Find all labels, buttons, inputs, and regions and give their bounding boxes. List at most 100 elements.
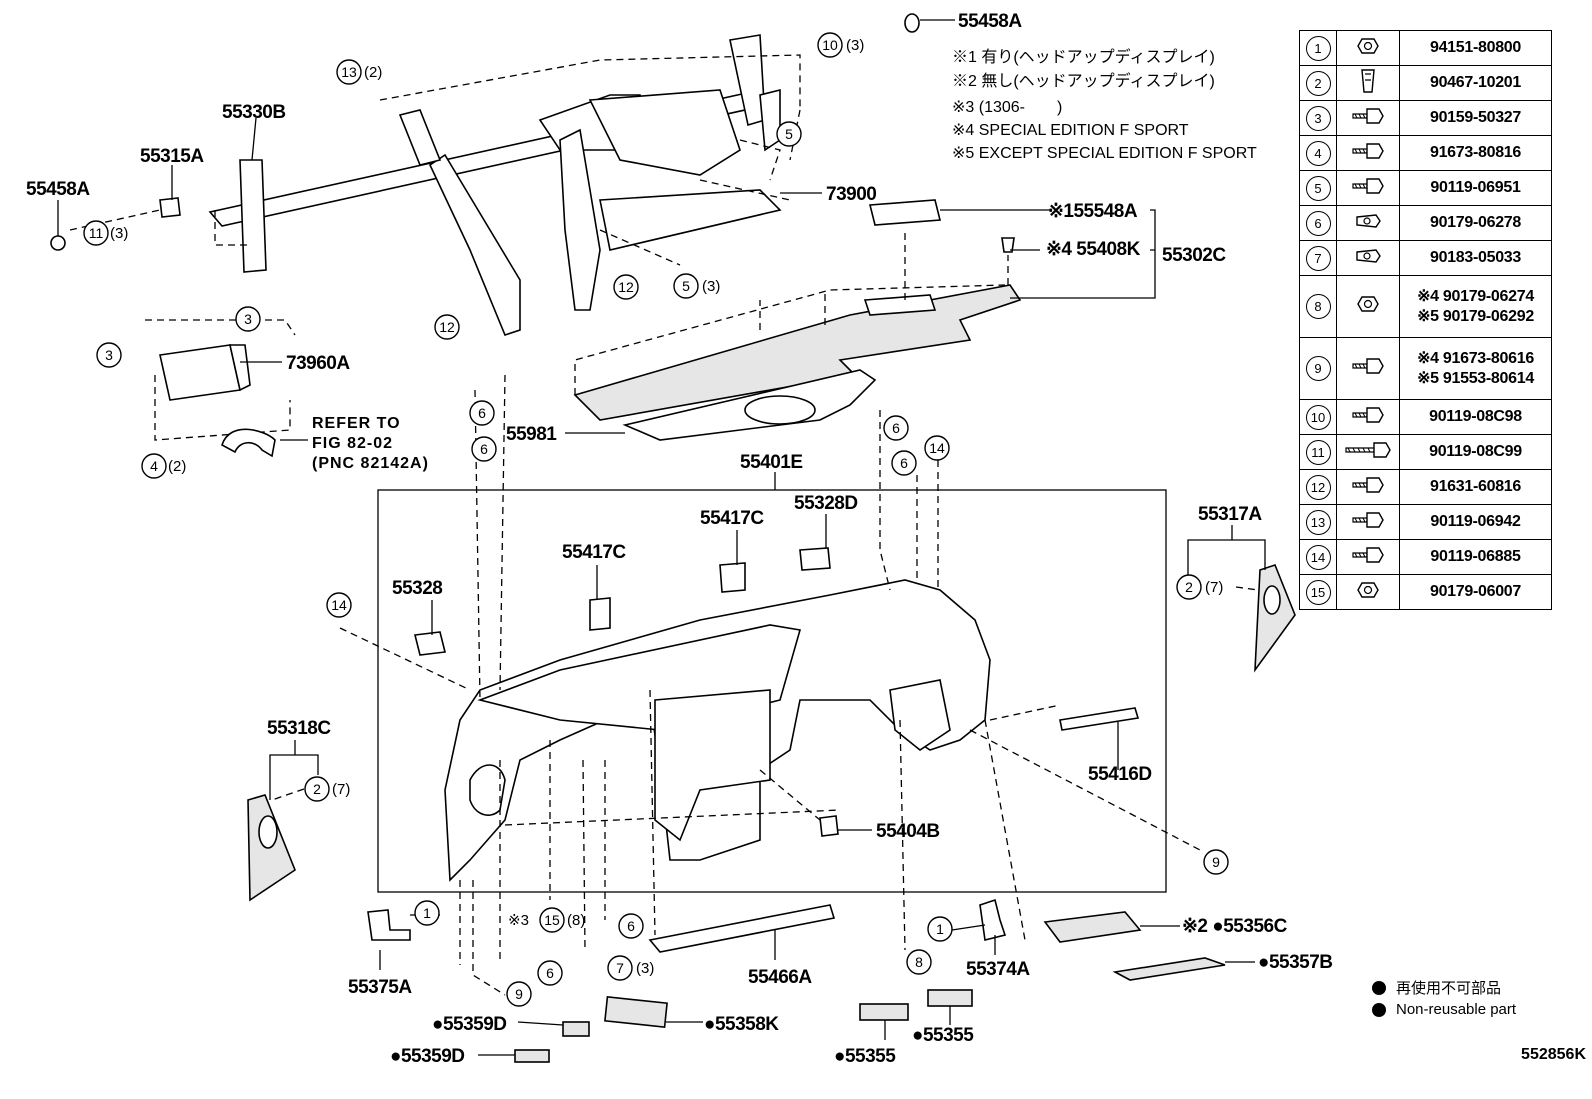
fastener-part-number-line: 90159-50327 bbox=[1429, 109, 1521, 126]
fastener-number: 9 bbox=[1299, 337, 1337, 400]
refer-line-1: REFER TO bbox=[312, 415, 401, 432]
callout-4: 4 bbox=[141, 453, 167, 479]
part-label-55330B: 55330B bbox=[222, 102, 286, 123]
callout-14a: 14 bbox=[924, 435, 950, 461]
fastener-part-number-line: ※4 91673-80616 bbox=[1417, 349, 1534, 367]
fastener-number: 1 bbox=[1299, 30, 1337, 66]
callout-8: 8 bbox=[906, 949, 932, 975]
callout-15-note: ※3 bbox=[508, 912, 529, 929]
grommet-55458A-left-drawing bbox=[50, 235, 66, 251]
callout-10: 10 bbox=[817, 32, 843, 58]
long-bolt-icon bbox=[1336, 434, 1400, 470]
callout-4-qty: (2) bbox=[168, 458, 186, 475]
nut-icon bbox=[1336, 574, 1400, 610]
callout-2b-qty: (7) bbox=[332, 781, 350, 798]
note-3: ※3 (1306- ) bbox=[952, 99, 1062, 116]
reinforcement-55466A-drawing bbox=[648, 904, 836, 953]
note-5: ※5 EXCEPT SPECIAL EDITION F SPORT bbox=[952, 145, 1257, 162]
bracket-55375A-drawing bbox=[367, 909, 411, 941]
callout-13-qty: (2) bbox=[364, 64, 382, 81]
part-label-55318C: 55318C bbox=[267, 718, 331, 739]
fastener-row: 1 94151-80800 bbox=[1299, 30, 1552, 66]
fastener-part-number: ※4 91673-80616※5 91553-80614 bbox=[1399, 337, 1552, 400]
fastener-row: 3 90159-50327 bbox=[1299, 100, 1552, 136]
svg-text:1: 1 bbox=[936, 921, 944, 937]
svg-text:2: 2 bbox=[313, 781, 321, 797]
part-label-55355-b: ●55355 bbox=[912, 1025, 974, 1046]
svg-text:6: 6 bbox=[627, 918, 635, 934]
fastener-number: 15 bbox=[1299, 574, 1337, 610]
fastener-number: 12 bbox=[1299, 469, 1337, 505]
note-4: ※4 SPECIAL EDITION F SPORT bbox=[952, 122, 1189, 139]
nut-icon bbox=[1336, 275, 1400, 338]
non-reusable-dot-icon bbox=[1372, 1002, 1386, 1017]
svg-text:6: 6 bbox=[480, 441, 488, 457]
callout-1b: 1 bbox=[927, 916, 953, 942]
fastener-part-number: 90119-08C98 bbox=[1399, 399, 1552, 435]
fastener-number: 8 bbox=[1299, 275, 1337, 338]
fastener-part-number-line: 90179-06278 bbox=[1429, 214, 1521, 231]
fastener-part-number: 94151-80800 bbox=[1399, 30, 1552, 66]
callout-11-qty: (3) bbox=[110, 225, 128, 242]
svg-text:6: 6 bbox=[478, 405, 486, 421]
fastener-part-number-line: 91673-80816 bbox=[1429, 144, 1521, 161]
fastener-number-circle: 8 bbox=[1305, 294, 1331, 319]
fastener-number-circle: 14 bbox=[1305, 544, 1331, 570]
side-cover-55317A-drawing bbox=[1254, 564, 1296, 673]
fastener-part-number-line: ※5 90179-06292 bbox=[1417, 307, 1534, 325]
bolt-icon bbox=[1336, 399, 1400, 435]
callout-6a: 6 bbox=[469, 400, 495, 426]
svg-text:7: 7 bbox=[616, 960, 624, 976]
part-label-73960A: 73960A bbox=[286, 353, 350, 374]
fastener-number: 2 bbox=[1299, 65, 1337, 101]
fastener-part-number-line: ※4 90179-06274 bbox=[1417, 287, 1534, 305]
svg-text:12: 12 bbox=[618, 279, 634, 295]
fastener-number-circle: 9 bbox=[1305, 356, 1331, 381]
fastener-number-circle: 3 bbox=[1305, 105, 1331, 131]
svg-text:6: 6 bbox=[900, 455, 908, 471]
bolt-icon bbox=[1336, 469, 1400, 505]
nut-icon bbox=[1336, 30, 1400, 66]
fastener-row: 8 ※4 90179-06274 ※5 90179-06292 bbox=[1299, 275, 1552, 338]
fastener-number: 6 bbox=[1299, 205, 1337, 241]
part-label-55416D: 55416D bbox=[1088, 764, 1152, 785]
callout-15: 15 bbox=[539, 907, 565, 933]
callout-5b: 5 bbox=[673, 273, 699, 299]
svg-text:1: 1 bbox=[423, 905, 431, 921]
leader-lines bbox=[57, 19, 1266, 1056]
fastener-number-circle: 11 bbox=[1305, 439, 1331, 465]
callout-2b-leader bbox=[271, 788, 305, 801]
fastener-part-number: 90467-10201 bbox=[1399, 65, 1552, 101]
part-label-55328D: 55328D bbox=[794, 493, 858, 514]
svg-text:11: 11 bbox=[89, 225, 104, 241]
callout-3a: 3 bbox=[235, 306, 261, 332]
fastener-number-circle: 10 bbox=[1305, 404, 1331, 430]
callout-14b: 14 bbox=[326, 592, 352, 618]
non-reusable-dot-icon bbox=[1372, 980, 1386, 995]
fastener-row: 2 90467-10201 bbox=[1299, 65, 1552, 101]
part-label-73900: 73900 bbox=[826, 184, 876, 205]
callout-12a: 12 bbox=[613, 274, 639, 300]
instrument-panel-dashed-guides bbox=[339, 374, 1201, 996]
pad-55359D-b-drawing bbox=[514, 1049, 550, 1063]
legend-en-text: Non-reusable part bbox=[1396, 1001, 1517, 1018]
part-label-55315A: 55315A bbox=[140, 146, 204, 167]
fastener-number-circle: 1 bbox=[1305, 35, 1331, 61]
bracket-55374A-drawing bbox=[979, 898, 1007, 941]
svg-text:2: 2 bbox=[1185, 579, 1193, 595]
part-label-55375A: 55375A bbox=[348, 977, 412, 998]
refer-line-3: (PNC 82142A) bbox=[312, 455, 429, 472]
callout-6f: 6 bbox=[537, 960, 563, 986]
part-label-55357B: ●55357B bbox=[1258, 952, 1333, 973]
clip-icon bbox=[1336, 65, 1400, 101]
grommet-55458A-top-drawing bbox=[904, 13, 920, 33]
svg-text:12: 12 bbox=[439, 319, 455, 335]
svg-text:8: 8 bbox=[915, 954, 923, 970]
fastener-part-number-line: 90119-08C99 bbox=[1429, 443, 1522, 460]
fastener-number: 11 bbox=[1299, 434, 1337, 470]
part-label-55417C-b: 55417C bbox=[562, 542, 626, 563]
